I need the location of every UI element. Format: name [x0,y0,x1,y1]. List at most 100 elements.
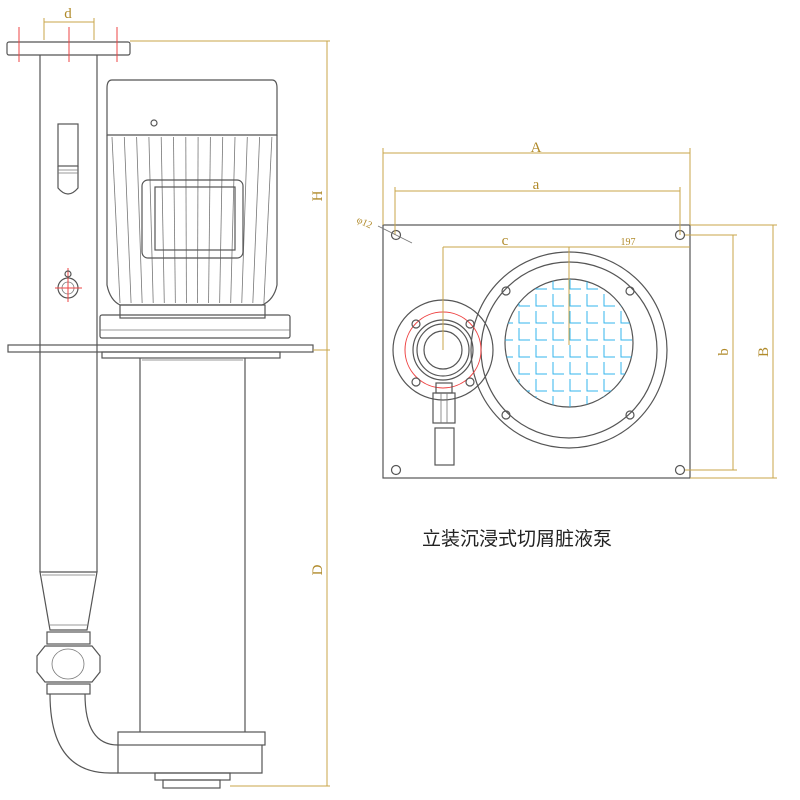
screen-mesh [620,294,632,307]
union-nut [36,645,101,683]
screen-mesh [535,294,547,307]
screen-mesh [603,345,615,358]
screen-mesh [518,279,530,290]
screen-mesh [586,311,598,324]
screen-mesh [535,328,547,341]
screen-mesh [620,311,632,324]
screen-mesh [620,396,632,407]
cooling-fin [241,136,248,304]
screen-mesh [505,345,513,358]
screen-mesh [603,362,615,375]
screen-mesh [552,396,564,407]
label-H: H [310,190,326,201]
dim-B: B [690,224,777,479]
cooling-fin [111,136,121,304]
dim-H: H [130,40,330,351]
screen-mesh [603,328,615,341]
terminal-box [141,179,244,259]
screen-mesh [604,413,615,425]
cooling-fin [160,136,165,304]
pump-column [117,358,266,789]
screen-mesh [586,328,598,341]
filter-screen [505,279,649,425]
top-view: A a c 197 φ12 b B [355,140,777,479]
screen-mesh [569,328,581,341]
screen-mesh [569,311,581,324]
base-plate [382,224,691,479]
screen-mesh [536,413,547,425]
cooling-fin [263,136,273,304]
screen-mesh [638,345,649,357]
screen-mesh [586,379,598,392]
screen-mesh [603,396,615,407]
mounting-plate [7,344,314,353]
cooling-fin [185,136,187,304]
screen-mesh [586,362,598,375]
screen-mesh [603,279,615,290]
screen-mesh [505,328,513,341]
screen-mesh [552,294,564,307]
label-197: 197 [621,237,636,248]
label-A: A [531,140,542,156]
screen-mesh [505,311,513,324]
cooling-fin [230,136,236,304]
screen-mesh [505,294,513,307]
cooling-fin [148,136,154,304]
screen-mesh [603,311,615,324]
screen-mesh [552,311,564,324]
pipe-reducer-and-elbow [36,571,119,774]
gauge-fitting [55,268,82,302]
dim-a: a [394,177,681,235]
screen-mesh [586,345,598,358]
screen-mesh [518,396,530,407]
drawing-caption: 立装沉浸式切屑脏液泵 [422,528,612,550]
screen-mesh [586,396,598,407]
label-a: a [533,177,540,193]
dim-c-197: c 197 [443,233,690,249]
screen-mesh [518,311,530,324]
screen-mesh [569,279,581,290]
screen-mesh [570,413,581,425]
cooling-fin [123,136,132,304]
cooling-fin [208,136,211,304]
screen-mesh [518,294,530,307]
dim-d: d [43,6,95,40]
screen-mesh [505,396,513,407]
label-d: d [64,6,72,22]
screen-mesh [569,294,581,307]
screen-mesh [620,379,632,392]
screen-mesh [638,328,649,340]
dim-b: b [685,234,737,471]
side-view: d H D [6,6,330,789]
mounting-holes [390,229,686,476]
motor [99,79,291,339]
cooling-fin [252,136,260,304]
screen-mesh [569,345,581,358]
screen-mesh [638,413,649,425]
screen-mesh [535,379,547,392]
screen-mesh [569,396,581,407]
screen-mesh [620,345,632,358]
screen-mesh [638,362,649,374]
screen-mesh [638,311,649,323]
screen-mesh [586,294,598,307]
dim-D: D [230,350,330,787]
screen-mesh [505,362,513,375]
screen-mesh [535,311,547,324]
label-c: c [502,233,509,249]
screen-mesh [518,345,530,358]
screen-mesh [518,362,530,375]
screen-mesh [552,328,564,341]
screen-mesh [603,294,615,307]
label-D: D [310,564,326,575]
dim-A: A [382,140,691,225]
screen-mesh [518,328,530,341]
sight-glass [57,123,79,195]
cooling-fin [197,136,199,304]
screen-mesh [553,413,564,425]
screen-mesh [569,379,581,392]
label-hole-diameter: φ12 [355,215,374,232]
screen-mesh [569,362,581,375]
